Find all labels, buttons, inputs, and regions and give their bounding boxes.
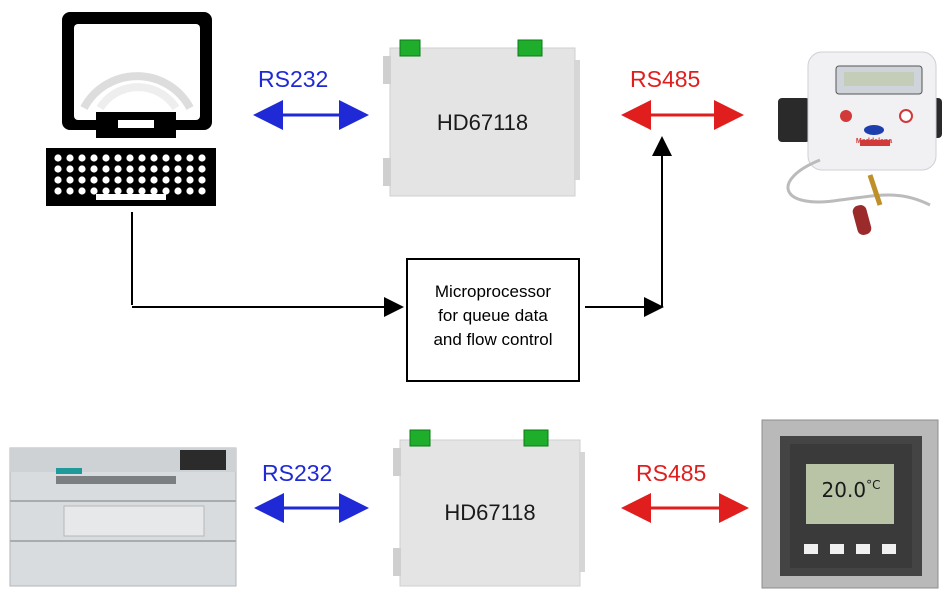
thermostat-unit: °C <box>866 478 881 492</box>
keyboard-key <box>138 176 146 184</box>
gateway-title-bottom: HD67118 <box>444 500 536 525</box>
keyboard-key <box>174 154 182 162</box>
keyboard-key <box>102 176 110 184</box>
microprocessor-box: Microprocessor for queue data and flow c… <box>406 258 580 382</box>
keyboard-key <box>102 187 110 195</box>
keyboard-key <box>66 154 74 162</box>
keyboard-key <box>162 176 170 184</box>
keyboard-key <box>102 154 110 162</box>
keyboard-key <box>66 176 74 184</box>
keyboard-key <box>90 176 98 184</box>
keyboard-key <box>126 165 134 173</box>
keyboard-key <box>174 165 182 173</box>
keyboard-key <box>186 176 194 184</box>
keyboard-key <box>114 176 122 184</box>
gateway-title-bottom-wrap: HD67118 <box>400 500 580 526</box>
keyboard-key <box>78 176 86 184</box>
keyboard-key <box>54 187 62 195</box>
gateway-title-top: HD67118 <box>436 110 529 135</box>
keyboard-key <box>150 165 158 173</box>
keyboard-key <box>78 154 86 162</box>
keyboard-key <box>174 187 182 195</box>
keyboard-key <box>186 165 194 173</box>
meter-brand: Maddalena <box>855 138 893 145</box>
micro-line-2: for queue data <box>438 306 548 325</box>
rs485-label-bottom: RS485 <box>636 460 707 486</box>
keyboard-key <box>54 154 62 162</box>
micro-line-1: Microprocessor <box>434 282 552 301</box>
keyboard-key <box>126 176 134 184</box>
thermostat-icon <box>761 419 939 589</box>
keyboard-key <box>198 165 206 173</box>
keyboard-key <box>114 187 122 195</box>
keyboard-key <box>90 165 98 173</box>
keyboard-key <box>186 187 194 195</box>
micro-line-3: and flow control <box>433 330 553 349</box>
keyboard-key <box>162 165 170 173</box>
keyboard-key <box>54 176 62 184</box>
keyboard-key <box>66 187 74 195</box>
keyboard-key <box>114 154 122 162</box>
gateway-top <box>383 39 580 197</box>
rs232-label-top: RS232 <box>258 66 329 92</box>
keyboard-key <box>126 187 134 195</box>
keyboard-key <box>162 154 170 162</box>
gateway-title-top-wrap: HD67118 <box>390 110 575 136</box>
keyboard-spacebar <box>96 194 166 200</box>
gateway-bottom <box>393 429 585 587</box>
keyboard-key <box>90 187 98 195</box>
thermostat-reading: 20.0°C <box>808 478 894 502</box>
plc-icon <box>9 447 237 587</box>
keyboard-key <box>138 165 146 173</box>
computer-icon <box>46 12 216 206</box>
flow-lines <box>131 136 672 317</box>
keyboard-key <box>198 187 206 195</box>
keyboard-key <box>78 165 86 173</box>
keyboard-key <box>126 154 134 162</box>
keyboard-key <box>138 154 146 162</box>
rs485-label-top: RS485 <box>630 66 701 92</box>
keyboard-key <box>198 154 206 162</box>
rs232-label-bottom: RS232 <box>262 460 333 486</box>
keyboard-key <box>138 187 146 195</box>
keyboard-key <box>114 165 122 173</box>
keyboard-key <box>150 176 158 184</box>
keyboard-key <box>150 154 158 162</box>
thermostat-value: 20.0 <box>821 478 867 502</box>
keyboard-key <box>150 187 158 195</box>
keyboard-key <box>102 165 110 173</box>
keyboard-key <box>90 154 98 162</box>
keyboard-key <box>186 154 194 162</box>
keyboard-key <box>78 187 86 195</box>
keyboard-key <box>54 165 62 173</box>
keyboard-key <box>174 176 182 184</box>
keyboard-key <box>162 187 170 195</box>
keyboard-key <box>198 176 206 184</box>
heat-meter-icon <box>778 51 942 235</box>
keyboard-key <box>66 165 74 173</box>
